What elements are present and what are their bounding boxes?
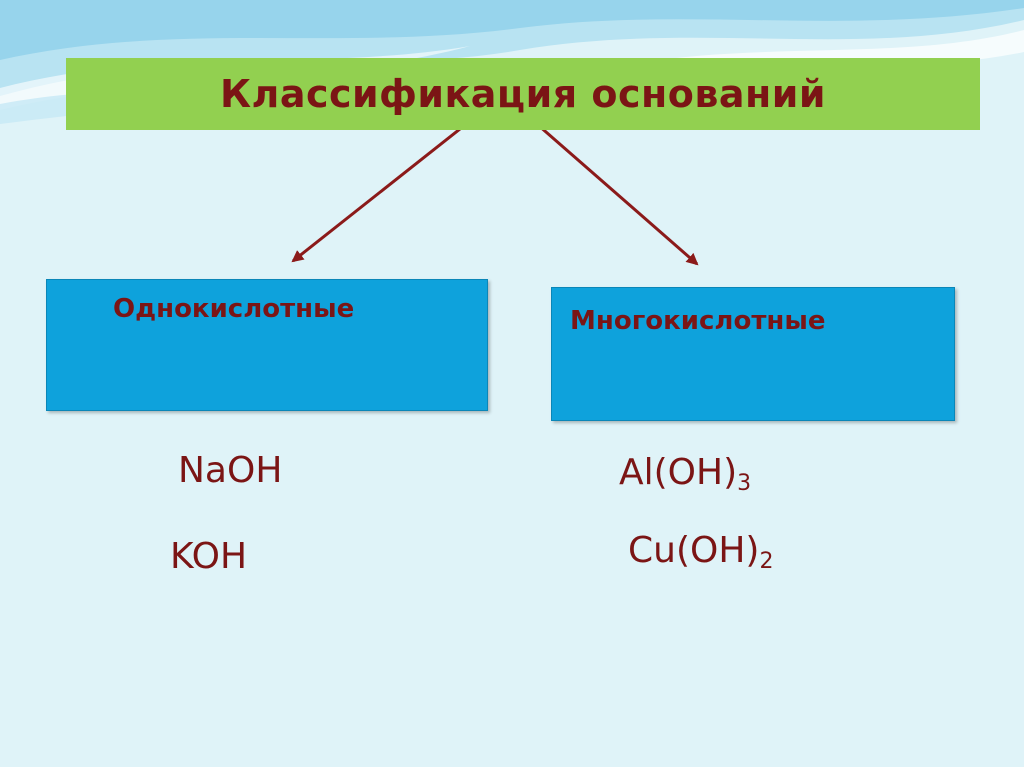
category-label-monoacid: Однокислотные <box>113 294 355 324</box>
formula-main: KOH <box>170 536 248 577</box>
formula-koh: KOH <box>170 536 247 577</box>
formula-main: Cu(OH) <box>628 530 760 571</box>
category-box-polyacid: Многокислотные <box>551 287 955 421</box>
category-label-polyacid: Многокислотные <box>570 306 826 336</box>
formula-subscript: 3 <box>737 471 752 496</box>
formula-subscript: 2 <box>759 549 774 574</box>
arrow-left <box>291 123 466 263</box>
formula-main: NaOH <box>178 450 283 491</box>
category-box-monoacid: Однокислотные <box>46 279 488 411</box>
formula-main: Al(OH) <box>619 452 738 493</box>
title-text: Классификация оснований <box>219 72 827 116</box>
title-box: Классификация оснований <box>66 58 980 130</box>
arrow-right <box>537 123 699 266</box>
formula-cuoh2: Cu(OH)2 <box>628 530 773 574</box>
formula-naoh: NaOH <box>178 450 282 491</box>
formula-aloh3: Al(OH)3 <box>619 452 751 496</box>
